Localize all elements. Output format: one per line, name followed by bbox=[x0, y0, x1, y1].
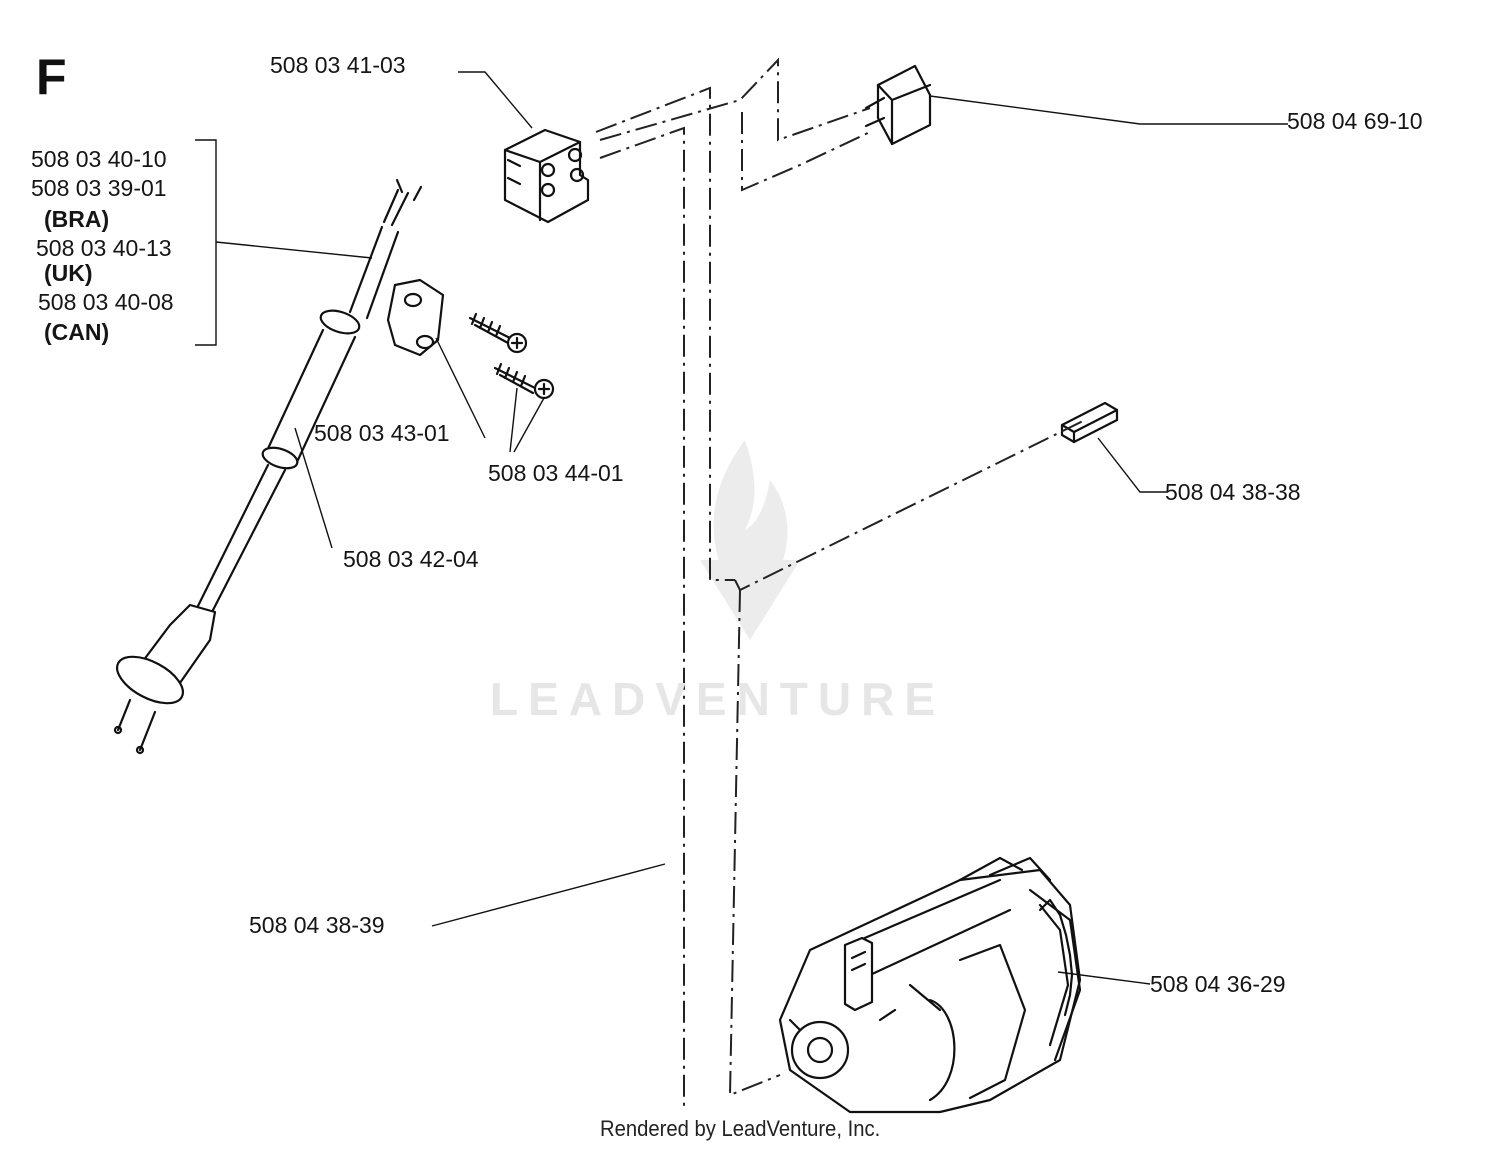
section-letter: F bbox=[36, 49, 67, 105]
screw-icon bbox=[468, 312, 555, 400]
footer-credit: Rendered by LeadVenture, Inc. bbox=[600, 1116, 881, 1141]
leader-lines bbox=[215, 71, 1288, 985]
part-label-cord-2[interactable]: 508 03 39-01 bbox=[31, 175, 167, 201]
part-label-switch[interactable]: 508 03 41-03 bbox=[270, 52, 406, 78]
connector-icon bbox=[1060, 401, 1119, 444]
watermark-text: LEADVENTURE bbox=[490, 673, 946, 725]
switch-block-icon bbox=[503, 128, 590, 224]
part-label-capacitor[interactable]: 508 04 69-10 bbox=[1287, 108, 1423, 134]
part-label-screws[interactable]: 508 03 44-01 bbox=[488, 460, 624, 486]
part-label-cord-4[interactable]: 508 03 40-08 bbox=[38, 289, 174, 315]
wire-harness-lines bbox=[595, 57, 1086, 1110]
flame-logo-icon bbox=[700, 440, 800, 640]
motor-icon bbox=[778, 856, 1082, 1114]
part-label-clamp[interactable]: 508 03 43-01 bbox=[314, 420, 450, 446]
clamp-plate-icon bbox=[386, 278, 445, 357]
part-label-cord-3[interactable]: 508 03 40-13 bbox=[36, 235, 172, 261]
power-cord-plug-icon bbox=[113, 178, 423, 755]
part-label-wire-harness[interactable]: 508 04 38-39 bbox=[249, 912, 385, 938]
part-label-motor[interactable]: 508 04 36-29 bbox=[1150, 971, 1286, 997]
region-tag-can: (CAN) bbox=[44, 319, 110, 345]
part-label-sleeve[interactable]: 508 03 42-04 bbox=[343, 546, 479, 572]
cord-group-bracket bbox=[195, 139, 217, 346]
part-label-cord-1[interactable]: 508 03 40-10 bbox=[31, 146, 167, 172]
region-tag-uk: (UK) bbox=[44, 260, 93, 286]
part-label-connector[interactable]: 508 04 38-38 bbox=[1165, 479, 1301, 505]
capacitor-icon bbox=[864, 64, 932, 146]
region-tag-bra: (BRA) bbox=[44, 206, 110, 232]
